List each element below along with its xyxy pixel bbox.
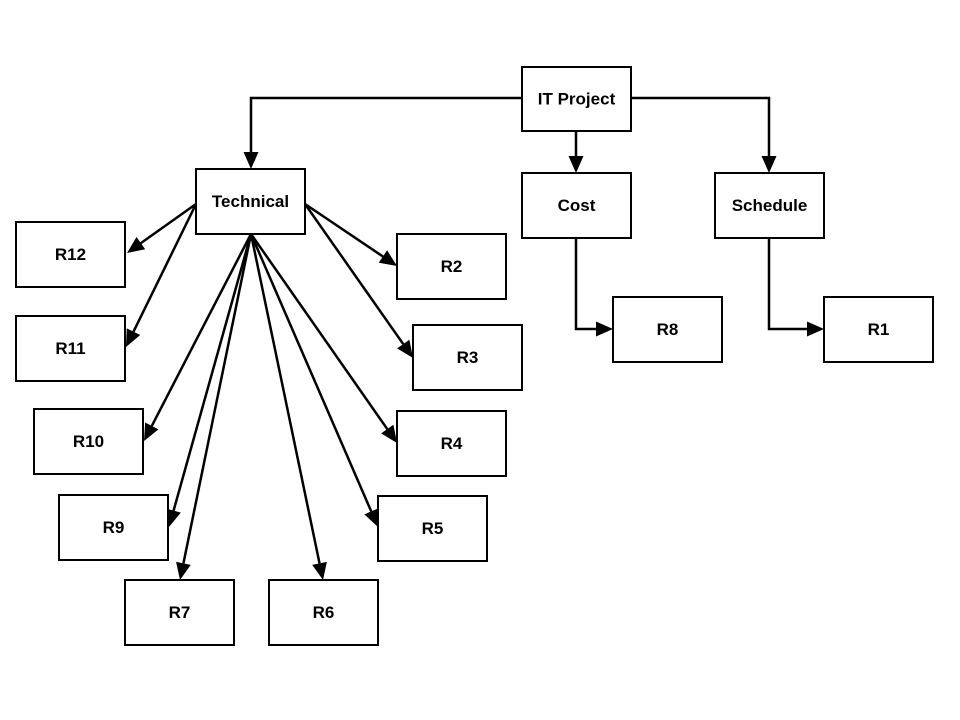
node-box [521, 66, 632, 132]
edge-it_project-to-schedule [631, 96, 777, 173]
node-box [268, 579, 379, 646]
node-box [195, 168, 306, 235]
arrowhead [243, 152, 259, 169]
node-r4: R4 [396, 410, 507, 477]
edge-line [631, 96, 771, 156]
edge-line [249, 233, 373, 512]
node-label: R8 [657, 320, 679, 339]
edge-technical-to-r9 [166, 233, 253, 527]
node-label: Schedule [732, 196, 808, 215]
node-it-project: IT Project [521, 66, 632, 132]
node-cost: Cost [521, 172, 632, 239]
arrowhead [807, 321, 824, 337]
node-box [412, 324, 523, 391]
node-box [58, 494, 169, 561]
node-label: R1 [868, 320, 890, 339]
arrowhead [381, 424, 397, 443]
node-box [396, 233, 507, 300]
node-box [124, 579, 235, 646]
node-r12: R12 [15, 221, 126, 288]
arrowhead [364, 508, 379, 527]
node-r8: R8 [612, 296, 723, 363]
node-label: R11 [55, 339, 85, 358]
node-box [823, 296, 934, 363]
arrowhead [166, 508, 181, 527]
node-r7: R7 [124, 579, 235, 646]
node-r10: R10 [33, 408, 144, 475]
arrowhead [126, 328, 141, 347]
edges-layer [126, 96, 824, 580]
edge-cost-to-r8 [574, 238, 613, 337]
node-box [377, 495, 488, 562]
arrowhead [127, 237, 146, 253]
node-label: R2 [441, 257, 463, 276]
node-label: R3 [457, 348, 479, 367]
node-box [33, 408, 144, 475]
node-box [612, 296, 723, 363]
node-box [15, 221, 126, 288]
node-box [396, 410, 507, 477]
edge-technical-to-r10 [144, 233, 253, 441]
node-r1: R1 [823, 296, 934, 363]
node-label: IT Project [538, 90, 616, 109]
edge-line [182, 233, 253, 564]
node-label: R7 [169, 603, 191, 622]
arrowhead [378, 250, 397, 266]
arrowhead [596, 321, 613, 337]
edge-line [574, 238, 596, 331]
edge-technical-to-r4 [249, 233, 397, 443]
edge-line [132, 203, 198, 333]
node-r11: R11 [15, 315, 126, 382]
node-label: R9 [103, 518, 125, 537]
edge-technical-to-r6 [249, 233, 327, 580]
node-box [15, 315, 126, 382]
edge-it_project-to-cost [568, 131, 584, 173]
node-label: R12 [55, 245, 86, 264]
edge-technical-to-r12 [127, 202, 197, 253]
edge-line [172, 233, 253, 511]
edge-it_project-to-technical [243, 96, 522, 169]
node-label: R4 [441, 434, 463, 453]
node-box [521, 172, 632, 239]
node-schedule: Schedule [714, 172, 825, 239]
node-label: R5 [422, 519, 444, 538]
node-label: Cost [558, 196, 596, 215]
node-r5: R5 [377, 495, 488, 562]
arrowhead [144, 422, 159, 441]
edge-schedule-to-r1 [767, 238, 824, 337]
edge-line [150, 233, 253, 427]
edge-technical-to-r3 [303, 203, 413, 358]
node-r2: R2 [396, 233, 507, 300]
node-r6: R6 [268, 579, 379, 646]
edge-technical-to-r7 [176, 233, 253, 580]
edge-line [767, 238, 807, 331]
edge-line [140, 202, 197, 245]
node-technical: Technical [195, 168, 306, 235]
arrowhead [312, 561, 327, 580]
edge-line [304, 202, 384, 258]
node-label: R10 [73, 432, 104, 451]
edge-line [249, 96, 522, 152]
arrowhead [761, 156, 777, 173]
arrowhead [176, 561, 191, 580]
node-label: R6 [313, 603, 335, 622]
edge-line [249, 233, 389, 430]
edge-technical-to-r11 [126, 203, 198, 347]
node-r3: R3 [412, 324, 523, 391]
edge-technical-to-r2 [304, 202, 397, 266]
arrowhead [568, 156, 584, 173]
edge-line [303, 203, 405, 345]
edge-line [249, 233, 321, 564]
edge-technical-to-r5 [249, 233, 379, 527]
arrowhead [397, 339, 413, 358]
node-box [714, 172, 825, 239]
node-r9: R9 [58, 494, 169, 561]
node-label: Technical [212, 192, 289, 211]
